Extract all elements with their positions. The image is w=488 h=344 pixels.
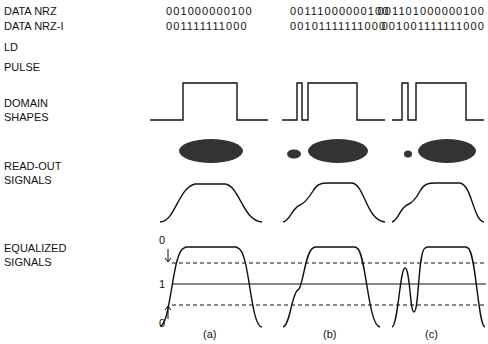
domain-shape: [418, 139, 476, 163]
ld-pulse: [392, 83, 484, 120]
readout-signal: [283, 183, 385, 222]
threshold-line: [172, 263, 486, 264]
panel-label: (c): [425, 328, 438, 341]
row-label: DATA NRZ: [4, 5, 57, 18]
ld-pulse: [282, 83, 385, 120]
row-label: DOMAIN SHAPES: [4, 96, 64, 124]
level-label: 0: [159, 317, 165, 330]
bit-string: 00101111111000: [290, 20, 386, 33]
row-label: READ-OUT SIGNALS: [4, 159, 74, 187]
row-label: EQUALIZED SIGNALS: [4, 241, 84, 269]
bit-string: 001001111111000: [382, 20, 485, 33]
level-arrow: [165, 249, 171, 319]
bit-string: 001101000000100: [378, 5, 485, 18]
domain-shape: [179, 139, 243, 163]
equalized-signal: [392, 247, 485, 327]
panel-label: (a): [203, 328, 216, 341]
bit-string: 001111111000: [166, 20, 248, 33]
row-label: LD PULSE: [4, 37, 44, 77]
panel-label: (b): [323, 328, 336, 341]
level-label: 1: [159, 278, 165, 291]
threshold-line: [172, 305, 486, 306]
bit-string: 001000000100: [166, 5, 253, 18]
row-label: DATA NRZ-I: [4, 20, 63, 33]
bit-string: 00111000000100: [290, 5, 389, 18]
readout-signal: [160, 184, 262, 222]
domain-shape: [404, 151, 412, 158]
readout-signal: [392, 183, 484, 222]
threshold-line: [172, 284, 486, 285]
level-label: 0: [159, 234, 165, 247]
domain-shape: [308, 139, 368, 163]
equalized-signal: [283, 247, 380, 327]
equalized-signal: [160, 247, 262, 327]
ld-pulse: [150, 83, 268, 120]
domain-shape: [287, 150, 301, 159]
